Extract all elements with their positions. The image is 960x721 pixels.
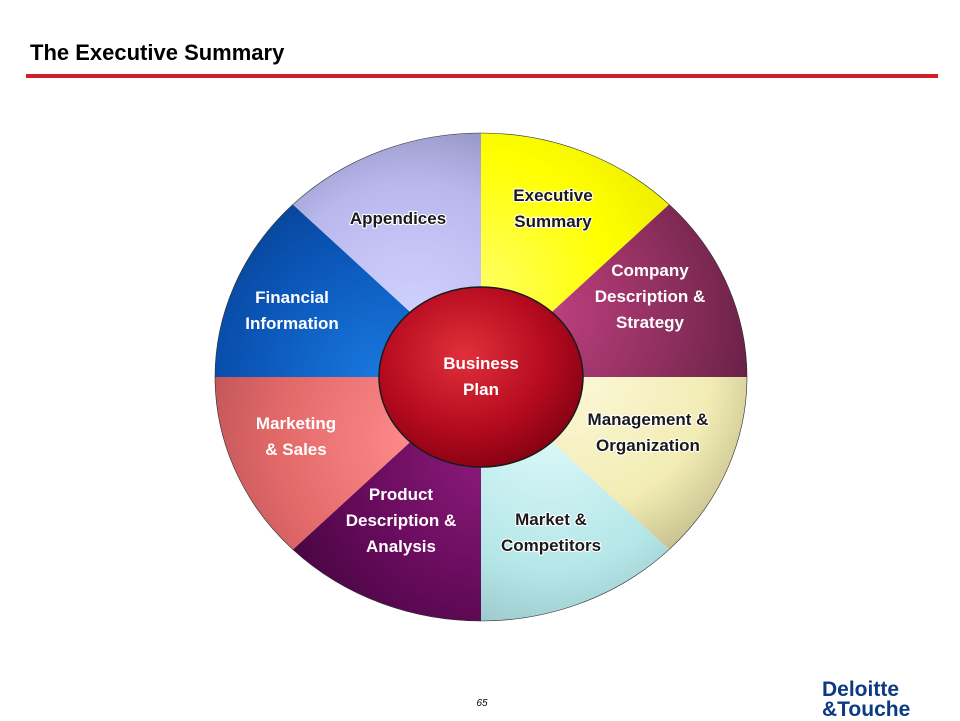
logo-line-1: Deloitte bbox=[822, 678, 900, 701]
segment-label-line: & Sales bbox=[265, 440, 326, 459]
segment-label-line: Appendices bbox=[350, 209, 446, 228]
segment-label-market-competitors: Market & Competitors bbox=[501, 510, 601, 555]
hub-label-line: Plan bbox=[463, 380, 499, 399]
segment-label-line: Company bbox=[611, 261, 689, 280]
segment-label-line: Description & bbox=[595, 287, 706, 306]
wheel-rim bbox=[214, 132, 748, 622]
segment-label-line: Marketing bbox=[256, 414, 336, 433]
segment-label-line: Strategy bbox=[616, 313, 685, 332]
deloitte-touche-logo: Deloitte &Touche bbox=[822, 678, 932, 721]
segment-label-appendices: Appendices bbox=[350, 209, 446, 228]
hub-label-line: Business bbox=[443, 354, 519, 373]
logo-line-2: &Touche bbox=[822, 698, 911, 721]
segment-label-line: Executive bbox=[513, 186, 592, 205]
segment-label-line: Analysis bbox=[366, 537, 436, 556]
segment-label-line: Product bbox=[369, 485, 434, 504]
segment-label-line: Organization bbox=[596, 436, 700, 455]
title-underline bbox=[26, 74, 938, 78]
segment-label-line: Management & bbox=[588, 410, 709, 429]
segment-label-line: Information bbox=[245, 314, 339, 333]
segment-label-marketing-sales: Marketing & Sales bbox=[256, 414, 336, 459]
page-number: 65 bbox=[476, 698, 488, 709]
segment-label-line: Market & bbox=[515, 510, 587, 529]
hub-circle bbox=[378, 286, 584, 468]
segment-label-line: Summary bbox=[514, 212, 592, 231]
segment-label-line: Financial bbox=[255, 288, 329, 307]
segment-label-management-organization: Management & Organization bbox=[588, 410, 709, 455]
segment-label-line: Description & bbox=[346, 511, 457, 530]
segment-label-line: Competitors bbox=[501, 536, 601, 555]
page-title: The Executive Summary bbox=[30, 40, 285, 65]
